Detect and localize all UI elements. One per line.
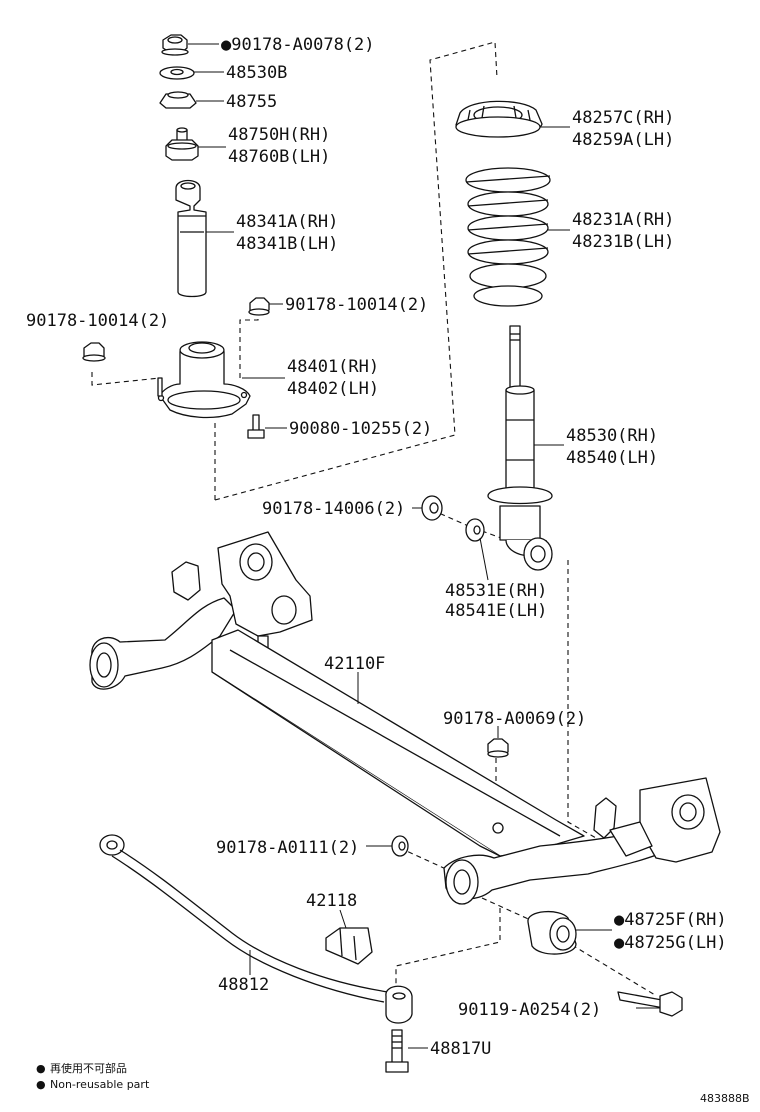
label-48231a: 48231A(RH) — [572, 210, 674, 230]
label-90080-10255: 90080-10255(2) — [289, 419, 432, 439]
bump-stopper-48341 — [175, 179, 207, 298]
nut-90178-14006 — [421, 495, 443, 521]
bearing-48755 — [159, 91, 197, 109]
label-48341a: 48341A(RH) — [236, 212, 338, 232]
stud-bolt-left-mount — [157, 377, 163, 397]
diagram-code: 483888B — [700, 1092, 750, 1105]
bushing-48531e — [465, 518, 485, 542]
bushing-48725f — [527, 911, 577, 955]
label-48541e: 48541E(LH) — [445, 601, 547, 621]
label-48257c: 48257C(RH) — [572, 108, 674, 128]
label-48540: 48540(LH) — [566, 448, 658, 468]
label-90119-a0254: 90119-A0254(2) — [458, 1000, 601, 1020]
spring-seat-48257c — [455, 100, 543, 138]
label-48341b: 48341B(LH) — [236, 234, 338, 254]
bolt-48817u — [385, 1029, 409, 1073]
legend-marker-jp: ● — [36, 1062, 46, 1075]
label-42110f: 42110F — [324, 654, 385, 674]
label-48725f: ●48725F(RH) — [614, 910, 727, 930]
flange-nut-90178-a0078 — [161, 34, 189, 56]
label-48760b: 48760B(LH) — [228, 147, 330, 167]
legend-marker-en: ● — [36, 1078, 46, 1091]
label-90178-a0078: ●90178-A0078(2) — [221, 35, 375, 55]
bolt-90119-a0254 — [617, 991, 683, 1017]
coil-spring-48231 — [465, 167, 551, 307]
label-90178-10014-left: 90178-10014(2) — [26, 311, 169, 331]
label-48401: 48401(RH) — [287, 357, 379, 377]
label-90178-a0069: 90178-A0069(2) — [443, 709, 586, 729]
label-48725g: ●48725G(LH) — [614, 933, 727, 953]
nut-90178-a0069 — [487, 738, 509, 758]
label-48750h: 48750H(RH) — [228, 125, 330, 145]
leader-lines — [188, 43, 660, 1049]
nut-90178-a0111 — [391, 835, 409, 857]
label-48531e: 48531E(RH) — [445, 581, 547, 601]
flange-nut-90178-10014-right — [248, 297, 270, 316]
shock-absorber-48530 — [487, 325, 553, 571]
bolt-90080-10255 — [247, 414, 265, 439]
flange-nut-90178-10014-left — [82, 342, 106, 362]
stabilizer-rod-48812 — [99, 834, 413, 1024]
label-42118: 42118 — [306, 891, 357, 911]
label-48755: 48755 — [226, 92, 277, 112]
label-90178-a0111: 90178-A0111(2) — [216, 838, 359, 858]
label-48530: 48530(RH) — [566, 426, 658, 446]
insulator-48750h — [165, 127, 199, 161]
legend-english-text: Non-reusable part — [50, 1078, 150, 1091]
label-48817u: 48817U — [430, 1039, 491, 1059]
support-mount-48401 — [157, 341, 251, 419]
label-48812: 48812 — [218, 975, 269, 995]
label-90178-14006: 90178-14006(2) — [262, 499, 405, 519]
part-labels: ●90178-A0078(2) 48530B 48755 48750H(RH) … — [26, 35, 727, 1059]
label-48259a: 48259A(LH) — [572, 130, 674, 150]
label-48402: 48402(LH) — [287, 379, 379, 399]
label-90178-10014-right: 90178-10014(2) — [285, 295, 428, 315]
label-48530b: 48530B — [226, 63, 287, 83]
legend: ● 再使用不可部品 ● Non-reusable part — [36, 1061, 150, 1091]
bracket-42118 — [325, 927, 373, 965]
legend-japanese-text: 再使用不可部品 — [50, 1061, 127, 1075]
label-48231b: 48231B(LH) — [572, 232, 674, 252]
axle-beam-42110f — [89, 531, 721, 905]
washer-48530b — [159, 66, 195, 80]
